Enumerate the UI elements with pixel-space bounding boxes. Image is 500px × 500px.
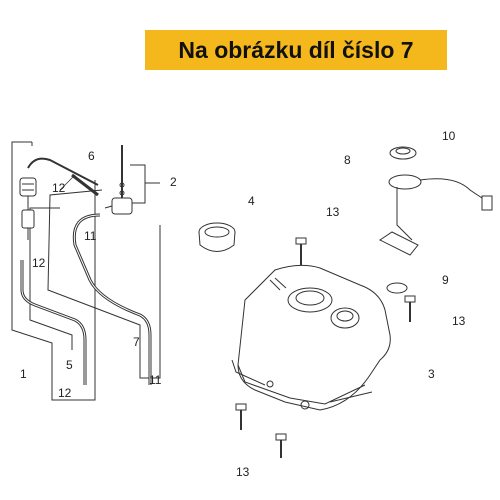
part-number-11b: 11 bbox=[149, 373, 162, 387]
part-number-13c: 13 bbox=[236, 465, 250, 479]
part-number-6: 6 bbox=[88, 149, 95, 163]
fuel-line-icon bbox=[20, 260, 87, 385]
fuel-cap-icon bbox=[198, 222, 236, 252]
bracket-part-5 bbox=[29, 207, 73, 350]
part-number-banner: Na obrázku díl číslo 7 bbox=[145, 30, 447, 70]
part-number-4: 4 bbox=[248, 194, 255, 208]
part-number-9: 9 bbox=[442, 273, 449, 287]
part-number-5: 5 bbox=[66, 358, 73, 372]
hose-part-12 bbox=[27, 157, 99, 186]
fuel-sender-icon bbox=[379, 146, 493, 256]
part-number-7: 7 bbox=[133, 335, 140, 349]
part-number-1: 1 bbox=[20, 367, 27, 381]
bolt-icon bbox=[275, 433, 287, 458]
bolt-icon bbox=[235, 403, 247, 430]
bracket-part-7 bbox=[47, 189, 161, 379]
part-number-13b: 13 bbox=[452, 314, 466, 328]
part-number-2: 2 bbox=[170, 175, 177, 189]
part-number-12b: 12 bbox=[32, 256, 46, 270]
part-number-12c: 12 bbox=[58, 386, 72, 400]
fuel-tank-icon bbox=[231, 264, 391, 411]
bolt-icon bbox=[295, 237, 307, 265]
fuel-filter-icon bbox=[19, 177, 37, 240]
gasket-icon bbox=[386, 282, 408, 294]
part-number-13a: 13 bbox=[326, 205, 340, 219]
part-number-12a: 12 bbox=[52, 181, 66, 195]
fuel-valve-icon bbox=[71, 145, 133, 215]
part-number-10: 10 bbox=[442, 129, 456, 143]
bracket-part-2 bbox=[130, 164, 160, 204]
banner-text: Na obrázku díl číslo 7 bbox=[178, 36, 414, 63]
bolt-icon bbox=[404, 295, 416, 322]
part-number-8: 8 bbox=[344, 153, 351, 167]
part-number-3: 3 bbox=[428, 367, 435, 381]
banner-background bbox=[145, 30, 447, 70]
part-number-11a: 11 bbox=[84, 229, 97, 243]
bracket-part-1 bbox=[11, 141, 96, 401]
